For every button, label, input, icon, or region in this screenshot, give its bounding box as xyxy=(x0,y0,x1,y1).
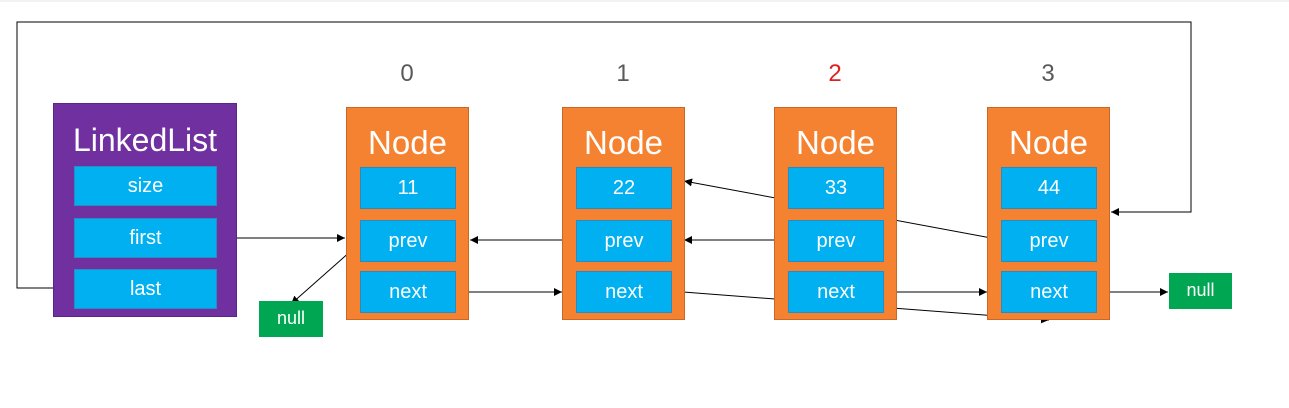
linkedlist-last-field: last xyxy=(74,269,217,309)
node-value: 11 xyxy=(360,167,456,209)
node-prev-field: prev xyxy=(360,220,456,262)
index-label-2: 2 xyxy=(828,60,842,87)
wire-last-to-node-3 xyxy=(16,21,1192,289)
node-next-field: next xyxy=(360,271,456,313)
index-label-0: 0 xyxy=(400,60,414,87)
linkedlist-box: LinkedList size first last xyxy=(53,103,237,317)
top-border xyxy=(0,0,1289,2)
node-next-field: next xyxy=(576,271,672,313)
null-box-left: null xyxy=(259,301,323,337)
node-value: 22 xyxy=(576,167,672,209)
node-2: Node 33 prev next xyxy=(774,107,897,320)
node-1: Node 22 prev next xyxy=(562,107,685,320)
node-prev-field: prev xyxy=(788,220,884,262)
linkedlist-first-field: first xyxy=(74,218,217,258)
node-prev-field: prev xyxy=(576,220,672,262)
linkedlist-size-field: size xyxy=(74,166,217,206)
node-title: Node xyxy=(368,124,447,161)
node-value: 33 xyxy=(788,167,884,209)
node-title: Node xyxy=(796,124,875,161)
node-title: Node xyxy=(1009,124,1088,161)
node-prev-field: prev xyxy=(1001,220,1097,262)
null-box-right: null xyxy=(1169,273,1232,309)
node-title: Node xyxy=(584,124,663,161)
node-0: Node 11 prev next xyxy=(346,107,469,320)
node-next-field: next xyxy=(788,271,884,313)
linkedlist-title: LinkedList xyxy=(72,122,218,158)
node-value: 44 xyxy=(1001,167,1097,209)
node-3: Node 44 prev next xyxy=(987,107,1110,320)
index-label-1: 1 xyxy=(616,60,630,87)
index-label-3: 3 xyxy=(1041,60,1055,87)
node-next-field: next xyxy=(1001,271,1097,313)
